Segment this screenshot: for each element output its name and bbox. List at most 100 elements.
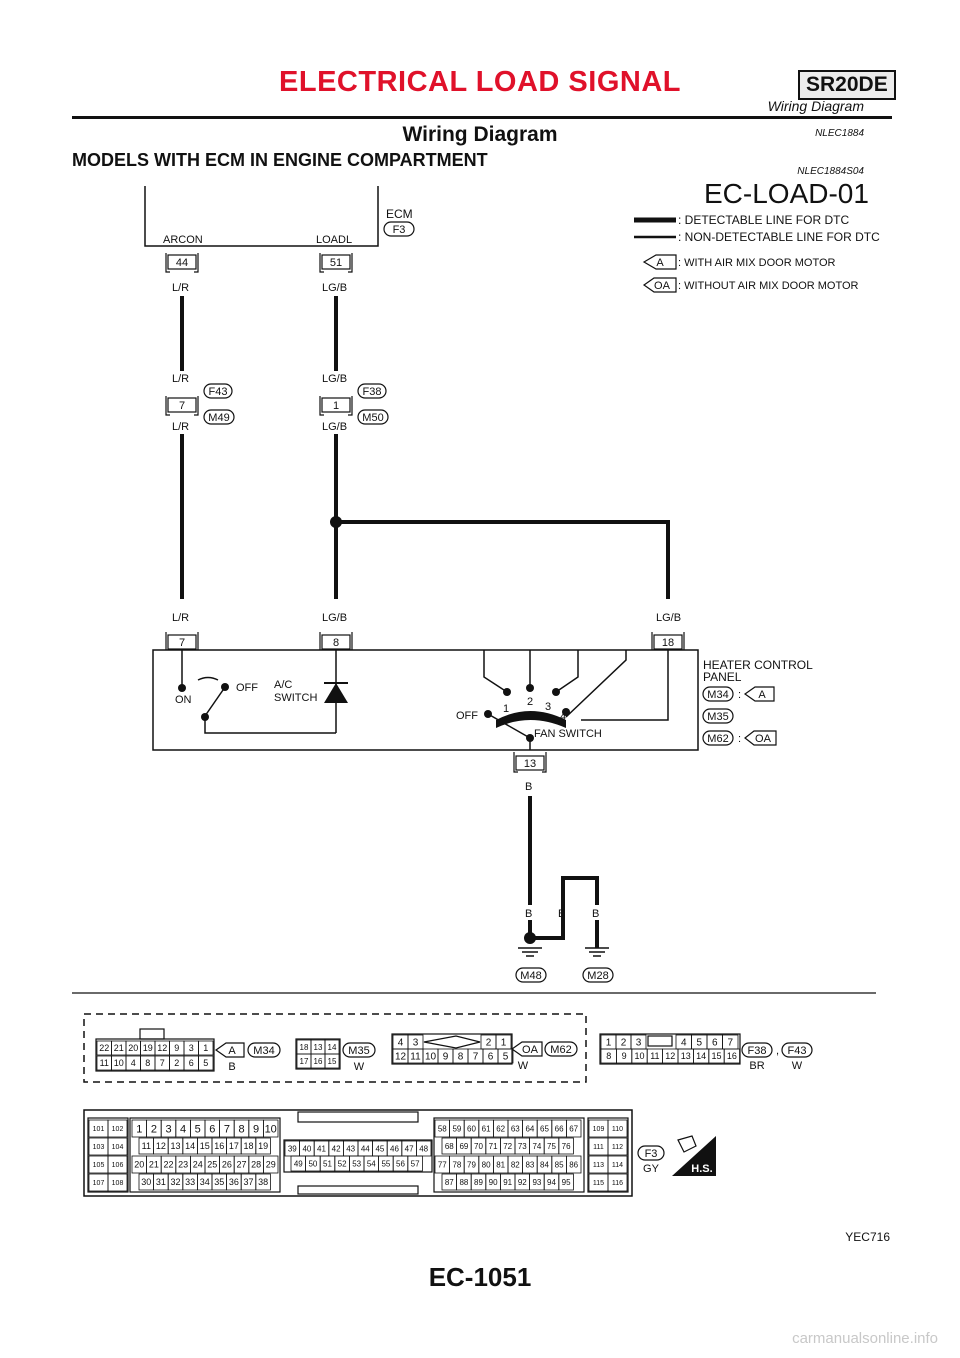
pin-f38-2: 2 — [621, 1038, 627, 1049]
header-title: ELECTRICAL LOAD SIGNAL — [279, 66, 681, 98]
svg-text:LG/B: LG/B — [322, 282, 347, 294]
svg-text:F38: F38 — [363, 386, 382, 398]
pin-m34-9: 9 — [174, 1043, 179, 1053]
pin-f38-14: 14 — [696, 1051, 706, 1061]
pin-f3-47: 47 — [405, 1144, 414, 1153]
panel-pin-18: 18 — [662, 637, 674, 649]
panel-tag-oa: OA — [755, 733, 772, 745]
panel-conn-m62: M62 — [707, 733, 728, 745]
pin-f3-42: 42 — [332, 1144, 341, 1153]
pin-f3-59: 59 — [452, 1124, 461, 1133]
svg-text::: : — [738, 689, 741, 701]
pin-f3-11: 11 — [142, 1141, 151, 1151]
pin-f38-16: 16 — [727, 1051, 737, 1061]
svg-text:M50: M50 — [362, 412, 383, 424]
pin-m34-22: 22 — [99, 1043, 109, 1053]
pin-f3-10: 10 — [265, 1123, 277, 1135]
pin-m34-11: 11 — [100, 1058, 109, 1068]
svg-text:GY: GY — [643, 1163, 660, 1175]
pin-f3-64: 64 — [525, 1124, 534, 1133]
pin-f3-15: 15 — [200, 1141, 210, 1151]
panel-pin-7: 7 — [179, 637, 185, 649]
fan-off-label: OFF — [456, 710, 478, 722]
pin-m62-5: 5 — [503, 1052, 509, 1063]
pin-f3-92: 92 — [518, 1178, 527, 1187]
svg-text:F43: F43 — [209, 386, 228, 398]
svg-text:LG/B: LG/B — [322, 373, 347, 385]
pin-f3-8: 8 — [238, 1123, 244, 1135]
connector-m62-label: M62 — [550, 1044, 571, 1056]
section-ref: NLEC1884 — [815, 128, 864, 139]
pin-f3-38: 38 — [258, 1177, 268, 1187]
pin-f3-72: 72 — [503, 1142, 512, 1151]
pin-f3-58: 58 — [438, 1124, 447, 1133]
pin-f3-56: 56 — [396, 1159, 405, 1168]
pin-f3-12: 12 — [156, 1141, 166, 1151]
pin-f3-13: 13 — [170, 1141, 180, 1151]
wires — [180, 296, 670, 948]
pin-f3-101: 101 — [93, 1126, 105, 1133]
pin-f3-62: 62 — [496, 1124, 505, 1133]
fan-speed-3: 3 — [545, 701, 551, 713]
pin-f3-71: 71 — [489, 1142, 498, 1151]
pin-f3-91: 91 — [503, 1178, 512, 1187]
panel-pin-8: 8 — [333, 637, 339, 649]
svg-text:L/R: L/R — [172, 421, 189, 433]
pin-f3-85: 85 — [555, 1160, 564, 1169]
svg-text:W: W — [354, 1061, 365, 1073]
svg-text:B: B — [525, 781, 532, 793]
heater-control-panel: 7 8 18 13 ON OFF A/C SWITCH — [152, 632, 813, 773]
pin-f3-46: 46 — [390, 1144, 399, 1153]
pin-f3-31: 31 — [156, 1177, 166, 1187]
svg-text:7: 7 — [179, 400, 185, 412]
pin-m62-10: 10 — [425, 1052, 437, 1063]
pin-f3-53: 53 — [352, 1159, 361, 1168]
pin-f3-9: 9 — [253, 1123, 259, 1135]
pin-f3-89: 89 — [474, 1178, 483, 1187]
pin-m34-1: 1 — [203, 1043, 208, 1053]
pin-f3-3: 3 — [165, 1123, 171, 1135]
svg-text:B: B — [228, 1061, 235, 1073]
ecm-label: ECM — [386, 207, 413, 221]
pin-f38-10: 10 — [634, 1051, 644, 1061]
pin-m35-16: 16 — [314, 1057, 323, 1066]
pin-f3-90: 90 — [489, 1178, 498, 1187]
pin-f3-95: 95 — [562, 1178, 571, 1187]
pin-f3-14: 14 — [185, 1141, 195, 1151]
pin-f3-79: 79 — [467, 1160, 476, 1169]
pin-f3-20: 20 — [134, 1160, 144, 1170]
panel-pin-13: 13 — [524, 758, 536, 770]
pin-f3-40: 40 — [302, 1144, 311, 1153]
svg-text:BR: BR — [749, 1060, 764, 1072]
ac-switch: ON OFF A/C SWITCH — [175, 650, 348, 734]
svg-text:LG/B: LG/B — [322, 612, 347, 624]
fan-switch: OFF 1 2 3 4 FAN SWITCH — [456, 650, 669, 750]
pin-f3-114: 114 — [612, 1162, 623, 1169]
pin-f3-39: 39 — [288, 1144, 297, 1153]
pin-f38-12: 12 — [665, 1051, 675, 1061]
section-heading: MODELS WITH ECM IN ENGINE COMPARTMENT — [72, 150, 488, 170]
pin-f3-111: 111 — [593, 1144, 604, 1151]
header-rule — [72, 116, 892, 119]
figure-id: YEC716 — [845, 1230, 890, 1244]
pin-f3-24: 24 — [193, 1160, 203, 1170]
svg-text:B: B — [592, 908, 599, 920]
pin-f3-6: 6 — [209, 1123, 215, 1135]
pin-f3-36: 36 — [229, 1177, 239, 1187]
pin-f3-93: 93 — [532, 1178, 541, 1187]
wire-labels: L/R LG/B L/R LG/B L/R LG/B L/R LG/B LG/B… — [172, 282, 681, 920]
inline-connector-f43-m49: 7 F43 M49 — [165, 383, 235, 425]
pin-f38-6: 6 — [712, 1038, 718, 1049]
pin-f38-13: 13 — [681, 1051, 691, 1061]
pin-f38-4: 4 — [681, 1038, 687, 1049]
ac-on-label: ON — [175, 694, 192, 706]
pin-m34-2: 2 — [174, 1058, 179, 1068]
pin-f3-4: 4 — [180, 1123, 186, 1135]
pin-f3-112: 112 — [612, 1144, 623, 1151]
legend-non-detectable: : NON-DETECTABLE LINE FOR DTC — [678, 230, 880, 244]
pin-m62-4: 4 — [398, 1038, 404, 1049]
pin-f3-69: 69 — [459, 1142, 468, 1151]
legend-oa-tag: OA — [654, 280, 671, 292]
subsection-ref: NLEC1884S04 — [797, 166, 864, 177]
